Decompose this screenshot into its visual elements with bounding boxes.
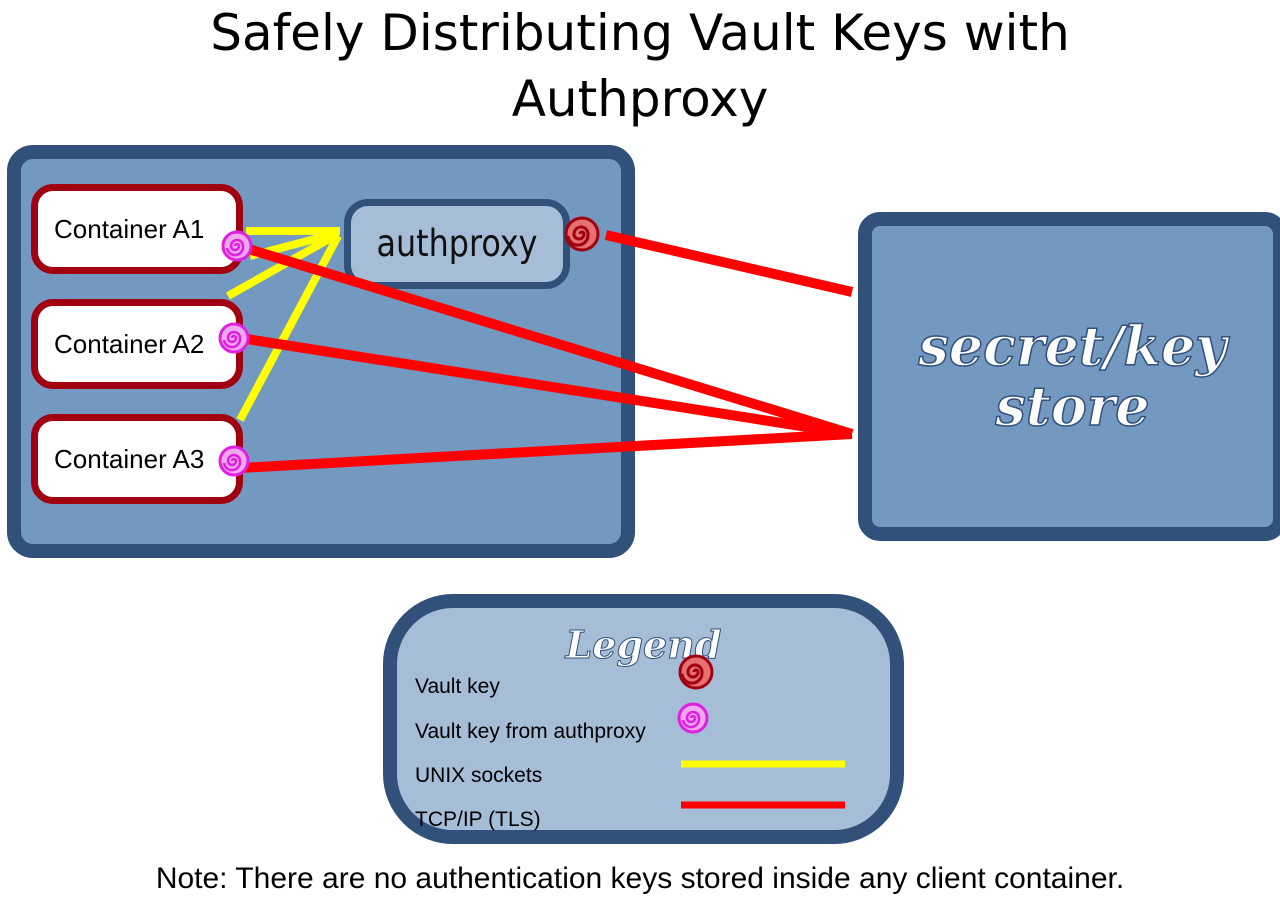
legend-label-unix-sockets: UNIX sockets [415,764,543,787]
authproxy-label: authproxy [376,222,538,265]
container-a1-label: Container A1 [54,214,205,244]
legend-authproxy-key-icon [677,702,709,734]
secret-key-store-label: secret/key store [872,314,1273,438]
legend-label-vault-key: Vault key [415,675,500,698]
legend-vault-key-icon [678,654,714,690]
container-a1: Container A1 [31,184,243,274]
secret-key-store-box: secret/key store [858,212,1280,541]
footer-note: Note: There are no authentication keys s… [155,862,1125,895]
tcp-line-authproxy-store [604,230,854,297]
authproxy-box: authproxy [344,199,570,289]
tcp-line-a1-store [240,242,854,439]
diagram-title-line2: Authproxy [511,70,769,128]
store-label-line1: secret/key [918,314,1228,378]
container-a2-label: Container A2 [54,329,205,359]
store-label-line2: store [995,374,1151,438]
unix-socket-line-a2 [226,230,340,300]
container-a3-label: Container A3 [54,444,205,474]
legend-label-authproxy-key: Vault key from authproxy [415,720,646,743]
diagram-title-line1: Safely Distributing Vault Keys with [210,4,1070,62]
tcp-line-a3-store [239,429,853,473]
legend-label-tcp-tls: TCP/IP (TLS) [415,808,541,831]
diagram-title: Safely Distributing Vault Keys with Auth… [0,0,1280,132]
container-a3: Container A3 [31,414,243,504]
tcp-tls-lines [239,230,854,473]
tcp-line-a2-store [239,333,853,439]
